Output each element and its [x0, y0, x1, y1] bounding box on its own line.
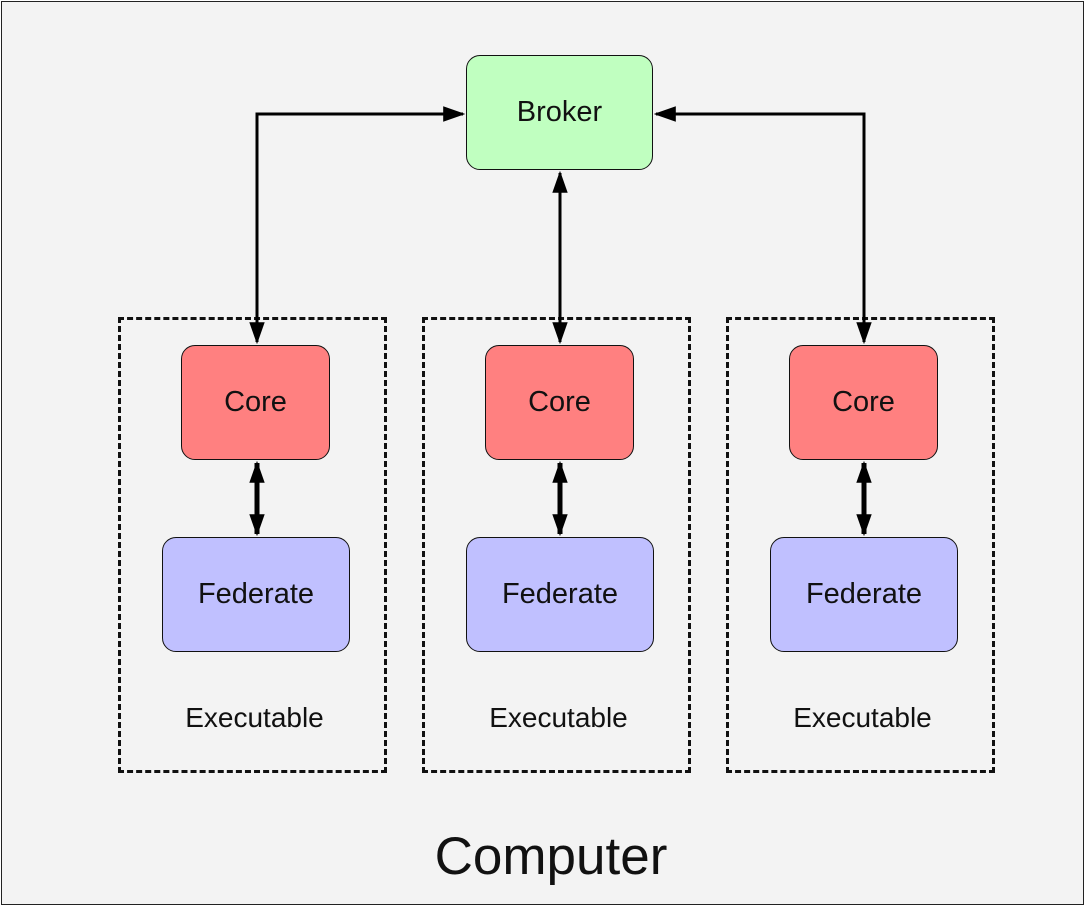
federate-label: Federate	[805, 578, 923, 610]
federate-label: Federate	[197, 578, 315, 610]
executable-label-2: Executable	[489, 702, 628, 733]
core-label: Core	[224, 386, 287, 418]
federate-label: Federate	[501, 578, 619, 610]
core-label: Core	[528, 386, 591, 418]
broker-node: Broker	[466, 55, 653, 170]
federate-node-3: Federate	[770, 537, 958, 652]
executable-label-3: Executable	[793, 702, 932, 733]
core-label: Core	[832, 386, 895, 418]
executable-label-1: Executable	[185, 702, 324, 733]
federate-node-2: Federate	[466, 537, 654, 652]
core-node-2: Core	[485, 345, 634, 460]
federate-node-1: Federate	[162, 537, 350, 652]
broker-label: Broker	[516, 96, 603, 128]
core-node-1: Core	[181, 345, 330, 460]
core-node-3: Core	[789, 345, 938, 460]
computer-label: Computer	[434, 827, 668, 886]
